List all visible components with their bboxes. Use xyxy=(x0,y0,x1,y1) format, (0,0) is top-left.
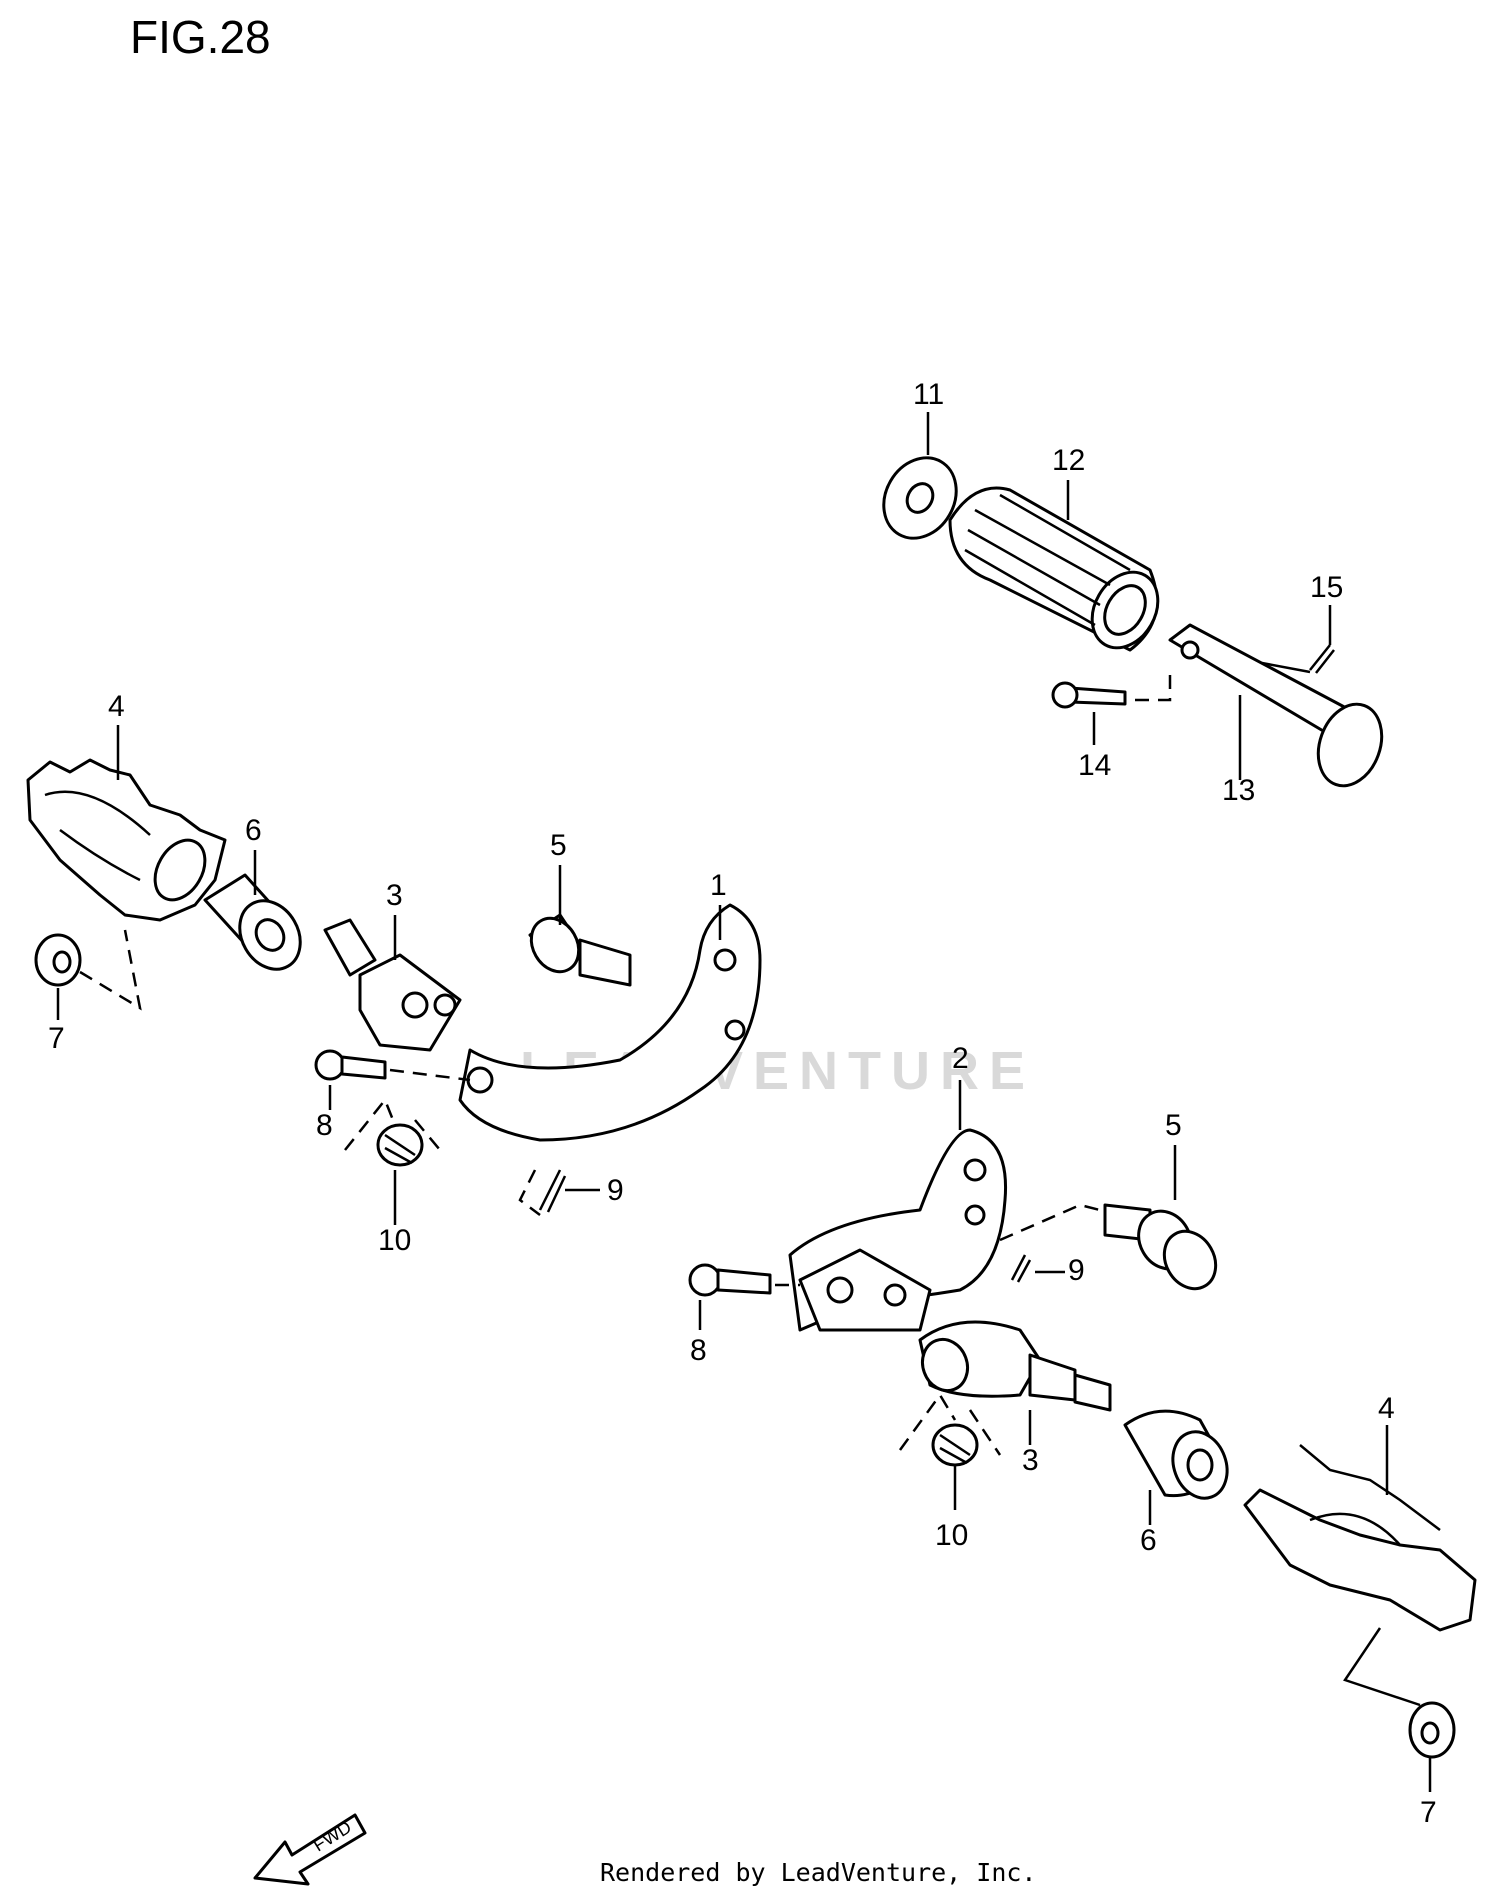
callout-labels: 11 12 15 14 13 4 6 3 5 1 7 8 10 9 2 5 9 … xyxy=(48,378,1437,1829)
callout-5-right: 5 xyxy=(1165,1109,1182,1142)
callout-9-right: 9 xyxy=(1068,1254,1085,1287)
callout-2: 2 xyxy=(952,1042,969,1075)
callout-7-left: 7 xyxy=(48,1022,65,1055)
part-grip-12 xyxy=(948,486,1160,652)
callout-3-right: 3 xyxy=(1022,1444,1039,1477)
callout-12: 12 xyxy=(1052,444,1085,477)
part-pin-right-8 xyxy=(688,1263,772,1297)
part-spring-right-10 xyxy=(931,1423,979,1467)
part-nut-left-7 xyxy=(34,933,82,987)
part-mount-left-3 xyxy=(323,918,462,1052)
part-pin-14 xyxy=(1051,681,1127,709)
callout-8-left: 8 xyxy=(316,1109,333,1142)
render-credit: Rendered by LeadVenture, Inc. xyxy=(600,1858,1037,1887)
part-nut-right-7 xyxy=(1408,1701,1456,1759)
part-cotter-15 xyxy=(1309,644,1335,674)
callout-10-right: 10 xyxy=(935,1519,968,1552)
callout-4-left: 4 xyxy=(108,690,125,723)
callout-1: 1 xyxy=(710,869,727,902)
part-bolt-left-5 xyxy=(528,913,632,987)
callout-7-right: 7 xyxy=(1420,1796,1437,1829)
callout-13: 11 xyxy=(913,378,944,411)
fwd-arrow-icon xyxy=(253,1813,367,1886)
part-pin-left-8 xyxy=(314,1049,387,1081)
callout-15: 15 xyxy=(1310,571,1343,604)
part-cotter-left-9 xyxy=(538,1169,567,1213)
figure-title: FIG.28 xyxy=(130,11,271,63)
part-bracket-left-1 xyxy=(458,903,762,1142)
callout-3-left: 3 xyxy=(386,879,403,912)
callout-4-right: 4 xyxy=(1378,1392,1395,1425)
part-bushing-right-6 xyxy=(1123,1409,1229,1500)
callout-14: 14 xyxy=(1078,749,1111,782)
part-bracket-right-2 xyxy=(788,1128,1008,1332)
callout-5-left: 5 xyxy=(550,829,567,862)
part-footpeg-right-4 xyxy=(1243,1444,1477,1632)
callout-10-left: 10 xyxy=(378,1224,411,1257)
part-bolt-right-5 xyxy=(1103,1203,1218,1291)
part-mount-right-3 xyxy=(918,1320,1112,1412)
part-washer-13 xyxy=(882,456,958,540)
part-footpeg-11 xyxy=(1168,623,1384,788)
part-spring-left-10 xyxy=(376,1123,424,1167)
part-footpeg-left-4 xyxy=(26,758,227,922)
callout-9-left: 9 xyxy=(607,1174,624,1207)
part-bushing-left-6 xyxy=(203,873,302,971)
callout-6-right: 6 xyxy=(1140,1524,1157,1557)
part-cotter-right-9 xyxy=(1010,1254,1032,1283)
callout-11: 13 xyxy=(1222,774,1255,807)
callout-6-left: 6 xyxy=(245,814,262,847)
callout-8-right: 8 xyxy=(690,1334,707,1367)
